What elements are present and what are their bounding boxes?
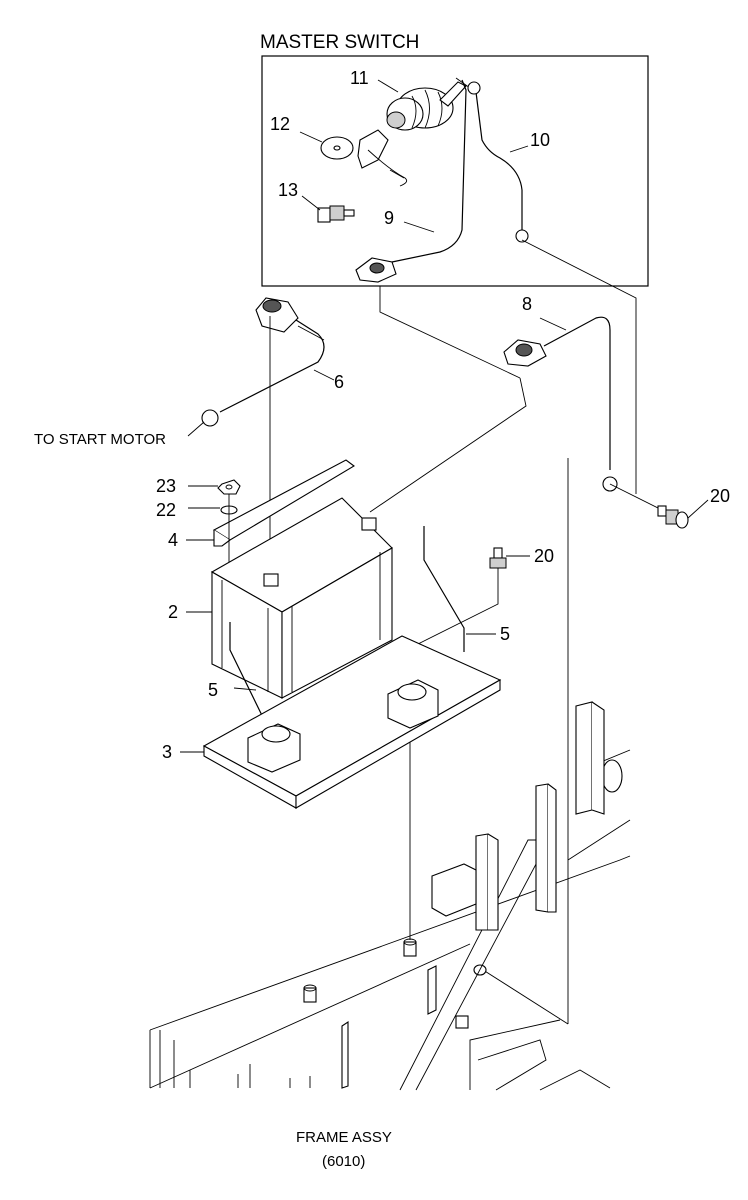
callout-11: 11: [350, 68, 369, 88]
cable-9-terminal: [355, 257, 397, 283]
nut-23: [217, 479, 241, 495]
cable-6-terminal: [255, 297, 299, 333]
battery: [210, 497, 393, 699]
callout-20-right: 20: [710, 486, 730, 506]
title-master-switch: MASTER SWITCH: [260, 32, 419, 53]
master-switch-body: [386, 81, 467, 131]
label-frame-code: (6010): [322, 1153, 365, 1170]
callout-6: 6: [334, 372, 344, 392]
rod-5-right: [423, 526, 465, 652]
callout-10: 10: [530, 130, 550, 150]
callout-12: 12: [270, 114, 290, 134]
battery-tray: [202, 635, 502, 809]
callout-2: 2: [168, 602, 178, 622]
callout-4: 4: [168, 530, 178, 550]
bolt-20-middle: [489, 547, 507, 578]
callout-23: 23: [156, 476, 176, 496]
callout-9: 9: [384, 208, 394, 228]
switch-bracket: [357, 129, 408, 187]
label-to-start-motor: TO START MOTOR: [34, 431, 166, 448]
callout-5-right: 5: [500, 624, 510, 644]
battery-hold-bar: [212, 459, 355, 547]
label-frame-assy: FRAME ASSY: [296, 1129, 392, 1146]
callout-20-middle: 20: [534, 546, 554, 566]
master-switch-box: [261, 55, 649, 287]
callout-13: 13: [278, 180, 298, 200]
bolt-13: [317, 205, 355, 223]
callout-3: 3: [162, 742, 172, 762]
callout-22: 22: [156, 500, 176, 520]
callout-5-left: 5: [208, 680, 218, 700]
frame-assembly: [149, 458, 631, 1091]
cable-8: [543, 316, 611, 470]
cable-10: [475, 91, 523, 232]
callout-8: 8: [522, 294, 532, 314]
bolt-20-right: [657, 505, 689, 529]
cable-6: [219, 319, 325, 413]
cable-9: [391, 79, 467, 263]
cable-8-terminal: [503, 339, 547, 367]
